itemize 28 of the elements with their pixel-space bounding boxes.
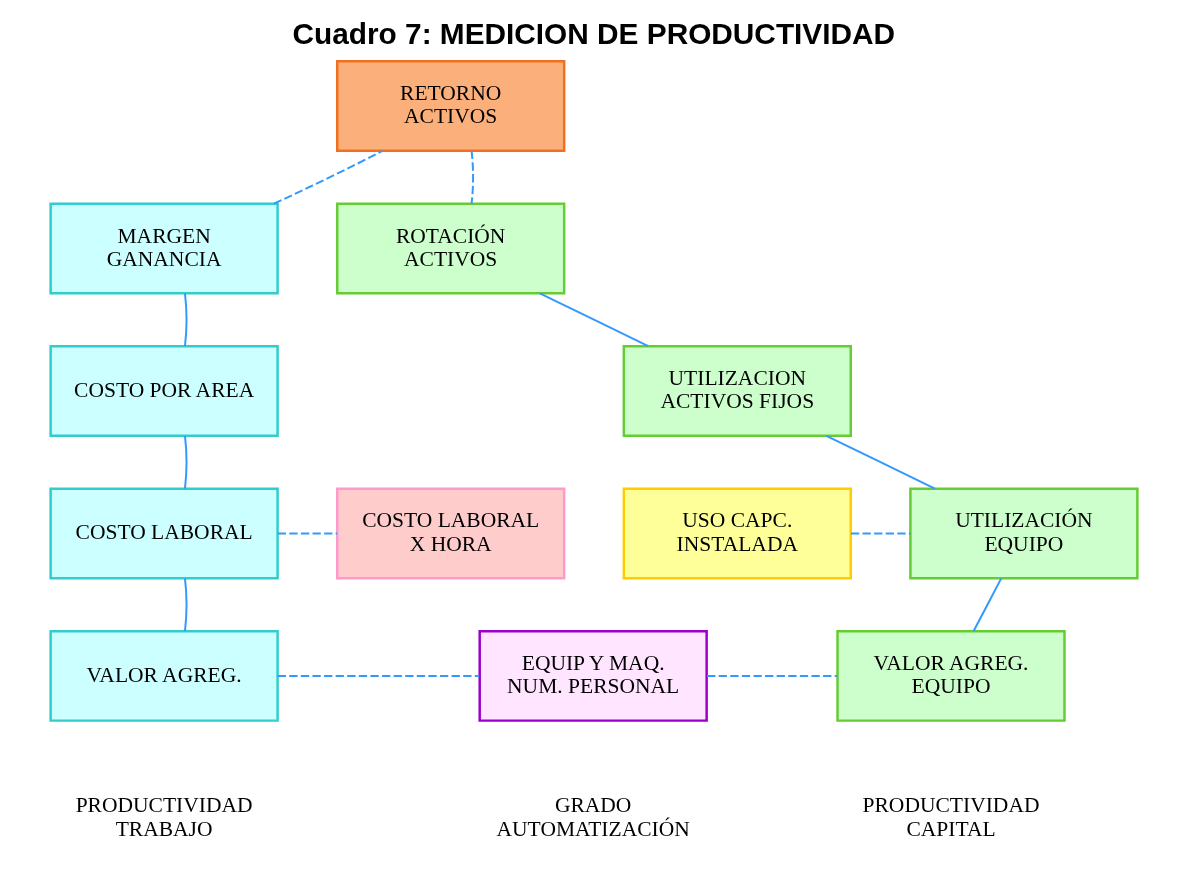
label: PRODUCTIVIDAD TRABAJO: [75, 793, 253, 841]
connector: [849, 532, 912, 535]
connector: [470, 149, 475, 205]
connector: [706, 674, 839, 677]
node-box: UTILIZACIÓN EQUIPO: [909, 487, 1139, 580]
node-box: ROTACIÓN ACTIVOS: [336, 202, 566, 295]
node-box: COSTO POR AREA: [49, 345, 279, 437]
connector: [184, 577, 188, 632]
node-box: MARGEN GANANCIA: [49, 202, 279, 295]
node-box: VALOR AGREG.: [49, 629, 279, 722]
connector: [184, 434, 188, 490]
diagram-title: Cuadro 7: MEDICION DE PRODUCTIVIDAD: [292, 16, 896, 50]
node-box: VALOR AGREG. EQUIPO: [836, 629, 1066, 722]
node-box: COSTO LABORAL: [49, 487, 279, 580]
connector: [825, 434, 936, 490]
connector: [273, 149, 384, 205]
connector: [184, 292, 188, 348]
connector: [538, 292, 650, 348]
connector: [276, 674, 481, 677]
node-box: UTILIZACION ACTIVOS FIJOS: [622, 345, 852, 437]
node-box: COSTO LABORAL X HORA: [336, 487, 566, 580]
node-box: USO CAPC. INSTALADA: [622, 487, 852, 580]
connector: [972, 577, 1003, 632]
connector: [276, 532, 339, 535]
label: PRODUCTIVIDAD CAPITAL: [862, 793, 1040, 841]
label: GRADO AUTOMATIZACIÓN: [496, 793, 690, 841]
node-box: RETORNO ACTIVOS: [336, 60, 566, 152]
node-box: EQUIP Y MAQ. NUM. PERSONAL: [478, 629, 708, 722]
